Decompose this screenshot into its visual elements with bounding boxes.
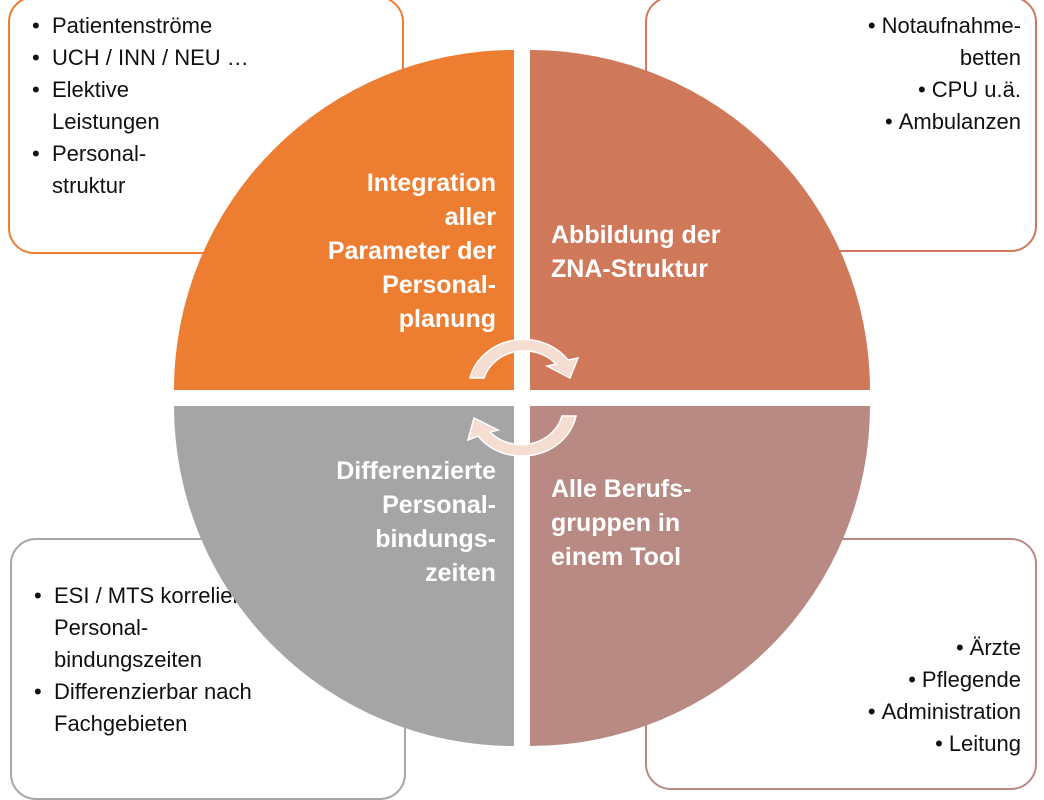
list-item: Pflegende [647, 664, 1021, 696]
list-item: Notaufnahme- betten [821, 10, 1021, 74]
list-item: Elektive Leistungen [32, 74, 172, 138]
title-line: Differenzierte [336, 457, 496, 485]
title-line: einem Tool [551, 543, 682, 571]
quadrant-title-top-right: Abbildung der ZNA-Struktur [551, 218, 720, 286]
cycle-arrow-icon [466, 338, 580, 457]
list-item: Differenzierbar nach Fachgebieten [34, 676, 304, 740]
quadrant-top-right [530, 50, 870, 390]
title-line: planung [398, 305, 496, 333]
quadrant-bottom-left [174, 406, 514, 746]
title-line: aller [444, 203, 496, 231]
quadrant-title-bottom-left: Differenzierte Personal- bindungs- zeite… [336, 454, 496, 590]
list-item: Patientenströme [32, 10, 402, 42]
title-line: Abbildung der [551, 221, 721, 249]
box-bottom-left: ESI / MTS korrelierte Personal- bindungs… [10, 538, 406, 800]
title-line: bindungs- [375, 525, 496, 553]
list-item: Leitung [647, 728, 1021, 760]
title-line: Personal- [382, 271, 496, 299]
title-line: Parameter der [327, 237, 496, 265]
quadrant-top-left [174, 50, 514, 390]
list-item: Personal- struktur [32, 138, 172, 202]
list-item: ESI / MTS korrelierte Personal- bindungs… [34, 580, 264, 676]
quadrant-bottom-right [530, 406, 870, 746]
title-line: ZNA-Struktur [551, 255, 708, 283]
title-line: gruppen in [551, 509, 681, 537]
quadrant-title-bottom-right: Alle Berufs- gruppen in einem Tool [551, 472, 691, 574]
list-item: Ambulanzen [647, 106, 1021, 138]
title-line: Integration [366, 169, 496, 197]
quadrant-title-top-left: Integration aller Parameter der Personal… [328, 166, 496, 336]
title-line: zeiten [425, 559, 496, 587]
list-item: Administration [647, 696, 1021, 728]
list-item: Ärzte [647, 632, 1021, 664]
title-line: Alle Berufs- [551, 475, 692, 503]
list-item: UCH / INN / NEU … [32, 42, 402, 74]
title-line: Personal- [382, 491, 496, 519]
list-item: CPU u.ä. [647, 74, 1021, 106]
